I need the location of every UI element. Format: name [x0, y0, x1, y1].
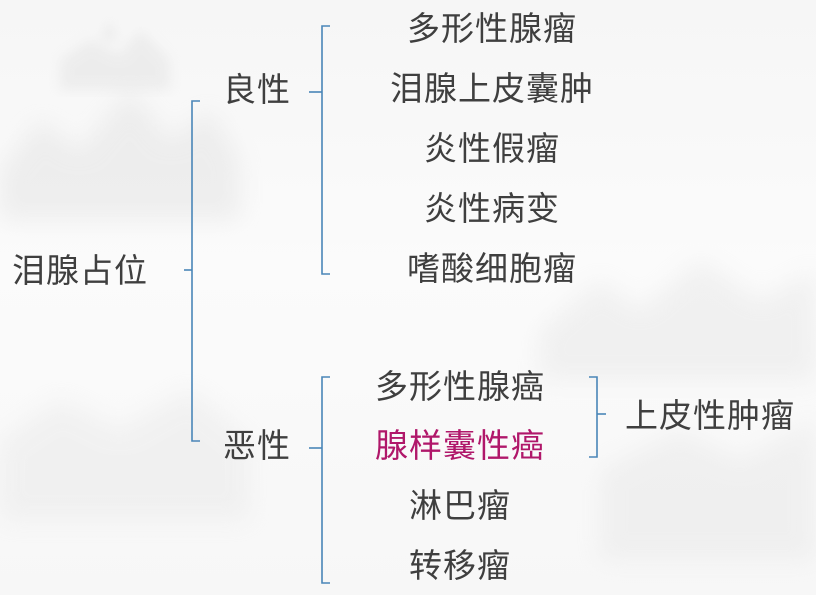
benign-item: 泪腺上皮囊肿: [390, 69, 594, 108]
malignant-item: 淋巴瘤: [409, 486, 511, 525]
malignant-item: 多形性腺癌: [375, 367, 545, 406]
epithelial-tumor-group-label: 上皮性肿瘤: [625, 396, 795, 435]
benign-item: 炎性假瘤: [424, 129, 560, 168]
malignant-item: 转移瘤: [409, 546, 511, 585]
root-label: 泪腺占位: [12, 251, 148, 290]
benign-branch-label: 良性: [223, 70, 291, 109]
benign-bracket: [321, 25, 330, 275]
malignant-bracket: [321, 376, 330, 584]
benign-item: 炎性病变: [424, 189, 560, 228]
malignant-branch-label: 恶性: [223, 426, 291, 465]
benign-item: 多形性腺瘤: [407, 9, 577, 48]
root-bracket: [191, 100, 200, 442]
benign-item: 嗜酸细胞瘤: [407, 249, 577, 288]
group-bracket: [589, 376, 598, 458]
malignant-item-highlighted: 腺样囊性癌: [375, 426, 545, 465]
